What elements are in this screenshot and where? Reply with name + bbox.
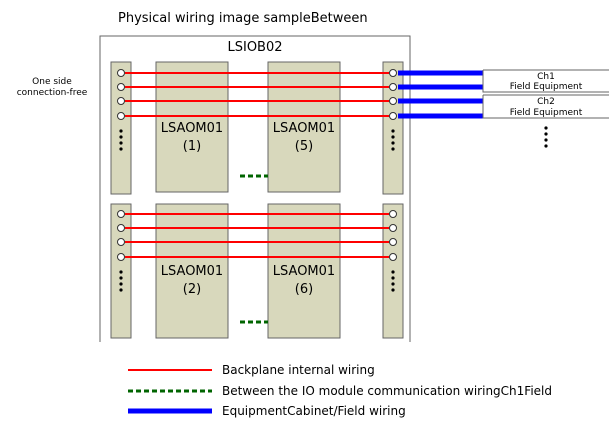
legend-label-field: EquipmentCabinet/Field wiring [222,404,406,418]
terminal-dot [117,224,125,232]
module-1 [155,61,229,193]
ellipsis-dot [119,147,123,151]
ellipsis-dot [119,141,123,145]
terminal-dot [117,238,125,246]
field-box-ch2-label: Field Equipment [510,108,583,118]
field-wiring [398,70,483,119]
ellipsis-dot [119,270,123,274]
terminal-dot [389,69,397,77]
legend-label-module-comm: Between the IO module communication wiri… [222,384,552,398]
field-box-ch1 [482,69,609,93]
terminal-strip-left-upper [110,61,132,195]
ellipsis-dot [544,138,548,142]
ellipsis-dot [391,141,395,145]
side-note-line-2: connection-free [17,88,88,98]
terminal-dot [117,253,125,261]
field-box-ch2 [482,94,609,119]
terminal-dot [389,97,397,105]
board-outline [99,35,411,342]
module-2 [155,203,229,339]
backplane-wires-upper [125,72,389,117]
ellipsis-dot [391,276,395,280]
terminal-dot [389,210,397,218]
terminal-dot [389,112,397,120]
ellipsis-dot [391,270,395,274]
terminal-dot [389,224,397,232]
board-label: LSIOB02 [227,40,282,55]
module-2-name: LSAOM01 [161,264,223,279]
ellipsis-dot [119,288,123,292]
ellipsis-dot [391,282,395,286]
ellipsis-lower [119,270,395,292]
ellipsis-dot [391,135,395,139]
legend-label-backplane: Backplane internal wiring [222,363,375,377]
module-6-num: (6) [295,282,313,297]
ellipsis-dot [391,129,395,133]
module-5-name: LSAOM01 [273,121,335,136]
terminal-dot [389,253,397,261]
ellipsis-dot [544,132,548,136]
terminals-upper [117,69,397,120]
ellipsis-dot [544,126,548,130]
terminal-dot [117,83,125,91]
terminal-strip-right-upper [382,61,404,195]
ellipsis-upper [119,129,395,151]
module-5-num: (5) [295,139,313,154]
module-1-name: LSAOM01 [161,121,223,136]
ellipsis-dot [119,129,123,133]
module-6-name: LSAOM01 [273,264,335,279]
ellipsis-dot [544,144,548,148]
field-box-ch2-ch: Ch2 [537,97,555,107]
module-5 [267,61,341,193]
backplane-wires-lower [125,213,389,258]
terminals-lower [117,210,397,261]
ellipsis-dot [119,282,123,286]
terminal-dot [117,69,125,77]
side-note-line-1: One side [32,77,72,87]
module-6 [267,203,341,339]
module-2-num: (2) [183,282,201,297]
field-box-ch1-label: Field Equipment [510,82,583,92]
terminal-dot [389,83,397,91]
ellipsis-dot [119,135,123,139]
field-box-ch1-ch: Ch1 [537,72,555,82]
module-1-num: (1) [183,139,201,154]
terminal-dot [117,210,125,218]
terminal-dot [117,97,125,105]
ellipsis-dot [391,147,395,151]
field-ellipsis [544,126,548,148]
terminal-dot [117,112,125,120]
ellipsis-dot [391,288,395,292]
terminal-dot [389,238,397,246]
ellipsis-dot [119,276,123,280]
diagram-title: Physical wiring image sampleBetween [118,11,368,26]
